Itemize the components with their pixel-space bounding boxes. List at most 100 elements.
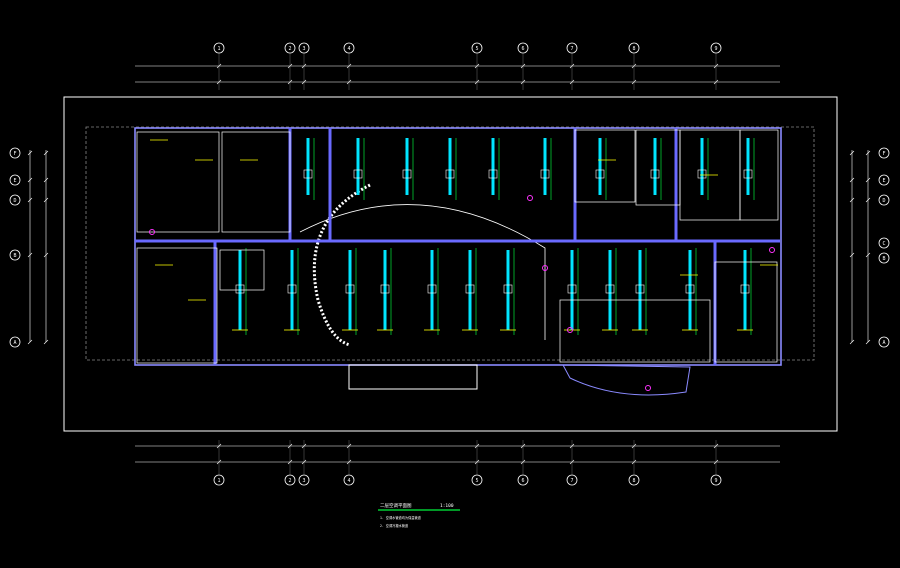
fcu-lower-4 [424, 248, 440, 335]
svg-text:E: E [882, 178, 885, 184]
main-duct [135, 128, 780, 365]
svg-text:9: 9 [714, 46, 717, 52]
axis-bubble-A-left: A [9, 336, 21, 348]
entrance-block [348, 364, 478, 390]
room-1 [221, 131, 291, 233]
svg-text:9: 9 [714, 478, 717, 484]
axis-bubble-3-bottom: 3 [298, 440, 310, 486]
fcu-upper-6 [595, 138, 607, 200]
accent-mark-3 [645, 385, 651, 391]
fcu-upper-3 [445, 138, 457, 200]
axis-bubble-B-left: B [9, 249, 21, 261]
accent-mark-1 [542, 265, 548, 271]
room-4 [574, 129, 636, 203]
accent-mark-5 [527, 195, 533, 201]
svg-text:D: D [13, 198, 16, 204]
accent-mark-4 [769, 247, 775, 253]
svg-text:F: F [882, 151, 885, 157]
room-0 [136, 131, 220, 233]
site-boundary [85, 126, 815, 361]
outer-frame [63, 96, 838, 432]
axis-bubble-2-bottom: 2 [284, 440, 296, 486]
accent-mark-0 [149, 229, 155, 235]
room-5 [635, 129, 681, 206]
axis-bubble-B-right: B [878, 252, 890, 264]
canopy [562, 364, 691, 396]
fcu-lower-0 [232, 248, 248, 335]
axis-bubble-A-right: A [878, 336, 890, 348]
axis-bubble-7-top: 7 [566, 42, 578, 90]
stair-spiral [312, 183, 371, 347]
fcu-lower-9 [632, 248, 648, 335]
svg-text:6: 6 [521, 46, 524, 52]
fcu-upper-2 [402, 138, 414, 200]
fcu-upper-5 [540, 138, 552, 200]
svg-text:4: 4 [347, 46, 350, 52]
svg-text:A: A [882, 340, 885, 346]
svg-text:E: E [13, 178, 16, 184]
axis-bubble-7-bottom: 7 [566, 440, 578, 486]
svg-text:7: 7 [570, 478, 573, 484]
room-7 [739, 129, 779, 221]
room-9 [714, 261, 778, 363]
axis-bubble-4-bottom: 4 [343, 440, 355, 486]
axis-bubble-E-left: E [9, 174, 21, 186]
axis-bubble-3-top: 3 [298, 42, 310, 90]
axis-bubble-5-bottom: 5 [471, 440, 483, 486]
fcu-upper-9 [743, 138, 755, 200]
fcu-upper-4 [488, 138, 500, 200]
axis-bubble-4-top: 4 [343, 42, 355, 90]
axis-bubble-9-bottom: 9 [710, 440, 722, 486]
accent-mark-2 [567, 327, 573, 333]
axis-bubble-F-right: F [878, 147, 890, 159]
svg-text:C: C [882, 241, 885, 247]
fcu-upper-0 [303, 138, 315, 200]
fcu-lower-6 [500, 248, 516, 335]
svg-text:8: 8 [632, 478, 635, 484]
fcu-lower-11 [737, 248, 753, 335]
axis-bubble-1-bottom: 1 [213, 440, 225, 486]
svg-text:A: A [13, 340, 16, 346]
axis-bubble-C-right: C [878, 237, 890, 249]
fcu-lower-7 [564, 248, 580, 335]
svg-text:5: 5 [475, 46, 478, 52]
axis-bubble-8-top: 8 [628, 42, 640, 90]
drawing-scale: 1:100 [440, 503, 454, 509]
fcu-upper-7 [650, 138, 662, 200]
fcu-upper-1 [353, 138, 365, 200]
axis-bubble-2-top: 2 [284, 42, 296, 90]
drawing-title: 二层空调平面图 [380, 502, 412, 509]
svg-text:2: 2 [288, 46, 291, 52]
axis-bubble-D-left: D [9, 194, 21, 206]
axis-bubble-9-top: 9 [710, 42, 722, 90]
annotation-marks [149, 139, 778, 391]
svg-text:7: 7 [570, 46, 573, 52]
svg-text:8: 8 [632, 46, 635, 52]
svg-text:B: B [13, 253, 16, 259]
fcu-lower-1 [284, 248, 300, 335]
axis-bubble-F-left: F [9, 147, 21, 159]
room-8 [559, 299, 711, 363]
room-partitions [136, 129, 779, 364]
svg-text:D: D [882, 198, 885, 204]
axis-bubble-1-top: 1 [213, 42, 225, 90]
svg-text:5: 5 [475, 478, 478, 484]
svg-text:F: F [13, 151, 16, 157]
room-2 [136, 247, 218, 364]
axis-bubble-E-right: E [878, 174, 890, 186]
axis-bubble-6-bottom: 6 [517, 440, 529, 486]
fcu-lower-5 [462, 248, 478, 335]
fcu-lower-2 [342, 248, 358, 335]
axis-bubble-6-top: 6 [517, 42, 529, 90]
room-3 [219, 249, 265, 291]
building-outline [134, 127, 782, 366]
fcu-lower-10 [682, 248, 698, 335]
fcu-lower-3 [377, 248, 393, 335]
note-2: 2. 空调冷凝水管道 [380, 523, 409, 528]
svg-text:4: 4 [347, 478, 350, 484]
axis-bubble-D-right: D [878, 194, 890, 206]
svg-text:3: 3 [302, 478, 305, 484]
svg-text:1: 1 [217, 46, 220, 52]
axis-bubble-5-top: 5 [471, 42, 483, 90]
